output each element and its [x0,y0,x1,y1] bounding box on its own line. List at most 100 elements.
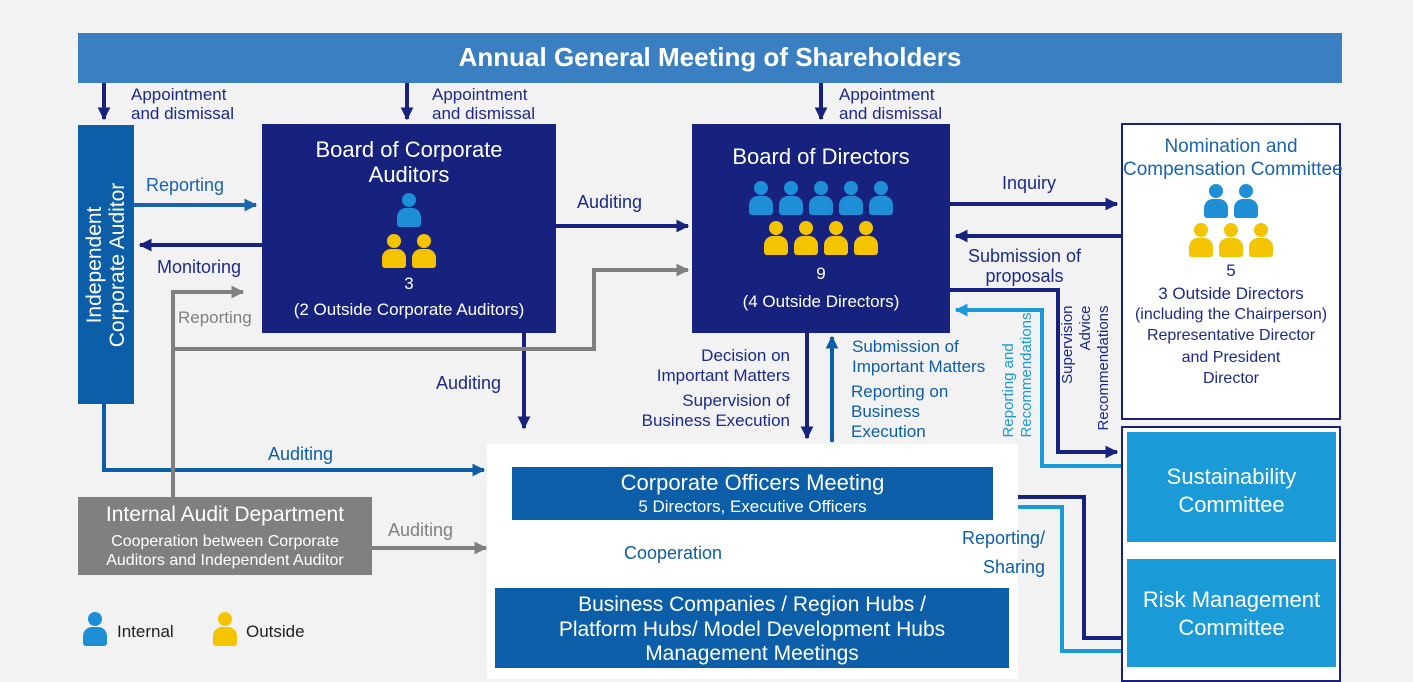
label-supervision-advice: Supervision Advice Recommendations [1059,305,1113,430]
appointment-line2: and dismissal [131,104,234,123]
nomination-line5: Director [1202,370,1259,387]
label-sar-line2: Advice [1077,305,1094,351]
label-cooperation: Cooperation [624,543,723,563]
label-decision: Decision on Important Matters [657,346,790,386]
outside-person-icon [411,234,437,268]
officers-meeting-title: Corporate Officers Meeting [620,470,885,495]
business-box: Business Companies / Region Hubs / Platf… [495,588,1009,668]
arrow-grey-reporting-directors [173,263,690,351]
business-line2: Platform Hubs/ Model Development Hubs [558,617,946,641]
label-decision-line1: Decision on [701,346,790,365]
business-line3: Management Meetings [645,642,859,665]
sustainability-line2: Committee [1178,492,1285,517]
nomination-title-line1: Nomination and [1164,136,1298,157]
label-sar-line3: Recommendations [1095,305,1112,431]
label-auditing-internal: Auditing [388,520,454,540]
independent-auditor-box: Independent Corporate Auditor [78,125,134,404]
internal-audit-sub-line1: Cooperation between Corporate [111,533,339,550]
nomination-line1: 3 Outside Directors [1158,284,1304,303]
board-directors-detail: (4 Outside Directors) [742,292,900,311]
label-rep-business-line2: Business [851,402,920,421]
label-auditing-officers: Auditing [436,373,502,393]
board-auditors-box: Board of Corporate Auditors 3 (2 Outside… [262,124,556,333]
officers-meeting-sub: 5 Directors, Executive Officers [638,497,867,516]
independent-auditor-line2: Corporate Auditor [106,182,129,347]
board-auditors-internal-figures [262,193,556,227]
legend-internal-label: Internal [117,622,174,641]
legend: Internal Outside [80,610,340,650]
outside-person-icon [793,221,819,255]
outside-person-icon [1248,223,1274,257]
label-supervision: Supervision of Business Execution [642,391,790,431]
internal-person-icon [838,181,864,215]
internal-person-icon [868,181,894,215]
label-grey-reporting: Reporting [178,308,252,327]
nomination-outside-figures [1123,223,1339,257]
arrow-auditing-independent [102,404,486,477]
agm-title: Annual General Meeting of Shareholders [458,42,962,72]
label-rep-business-line3: Execution [851,422,926,441]
nomination-committee-box: Nomination and Compensation Committee 5 … [1121,123,1343,420]
label-submission-important: Submission of Important Matters [852,337,985,377]
label-reporting: Reporting [146,175,225,195]
business-line1: Business Companies / Region Hubs / [578,593,926,616]
internal-person-icon [396,193,422,227]
label-supervision-line2: Business Execution [641,411,790,430]
risk-line1: Risk Management [1142,587,1321,612]
board-directors-outside-figures [692,221,950,255]
outside-person-icon [853,221,879,255]
internal-person-icon [748,181,774,215]
sustainability-committee-box: Sustainability Committee [1127,432,1336,542]
internal-person-icon [1233,184,1259,218]
label-reporting-sharing-line2: Sharing [983,557,1046,577]
sustainability-line1: Sustainability [1166,464,1297,489]
internal-person-icon [778,181,804,215]
label-supervision-line1: Supervision of [682,391,790,410]
nomination-line2: (including the Chairperson) [1134,306,1328,323]
line-reporting-sharing-cyan [993,505,1127,653]
nomination-internal-figures [1123,184,1339,218]
label-rep-business-line1: Reporting on [851,382,949,401]
label-monitoring: Monitoring [157,257,242,277]
label-submission-line1: Submission of [968,246,1082,266]
board-auditors-count: 3 [404,274,414,293]
legend-outside-figure-icon [212,612,238,646]
board-directors-box: Board of Directors 9 (4 Outside Director… [692,124,950,333]
agm-banner: Annual General Meeting of Shareholders [78,33,1342,83]
label-reporting-sharing-line1: Reporting/ [962,528,1046,548]
officers-meeting-box: Corporate Officers Meeting 5 Directors, … [512,467,993,520]
board-directors-internal-figures [692,181,950,215]
label-sub-important-line2: Important Matters [852,357,986,376]
legend-outside-label: Outside [246,622,305,641]
label-auditing-independent: Auditing [268,444,334,464]
outside-person-icon [1218,223,1244,257]
label-submission-line2: proposals [985,266,1064,286]
appointment-label-3: Appointment and dismissal [839,85,942,123]
board-directors-count: 9 [816,264,826,283]
internal-audit-box: Internal Audit Department Cooperation be… [78,497,372,575]
outside-person-icon [823,221,849,255]
board-auditors-title: Board of Corporate Auditors [262,137,556,187]
internal-audit-sub-line2: Auditors and Independent Auditor [106,552,344,569]
label-decision-line2: Important Matters [656,366,790,385]
label-reporting-sharing: Reporting/ Sharing [962,524,1045,582]
internal-person-icon [1203,184,1229,218]
arrow-reporting-recommendations [954,303,1127,468]
internal-audit-title: Internal Audit Department [105,503,345,526]
label-sub-important-line1: Submission of [852,337,959,356]
appointment-line2: and dismissal [432,104,535,123]
nomination-title: Nomination and Compensation Committee [1123,135,1343,181]
business-text: Business Companies / Region Hubs / Platf… [495,593,1009,667]
label-rep-recommend-line2: Recommendations [1018,312,1035,438]
outside-person-icon [763,221,789,255]
label-auditing-directors: Auditing [577,192,643,212]
appointment-line2: and dismissal [839,104,942,123]
appointment-line1: Appointment [839,85,935,104]
nomination-line4: and President [1181,349,1281,366]
appointment-line1: Appointment [432,85,528,104]
risk-committee-box: Risk Management Committee [1127,559,1336,667]
risk-line2: Committee [1178,615,1285,640]
label-reporting-business: Reporting on Business Execution [851,382,948,442]
outside-person-icon [1188,223,1214,257]
label-sar-line1: Supervision [1059,305,1076,384]
